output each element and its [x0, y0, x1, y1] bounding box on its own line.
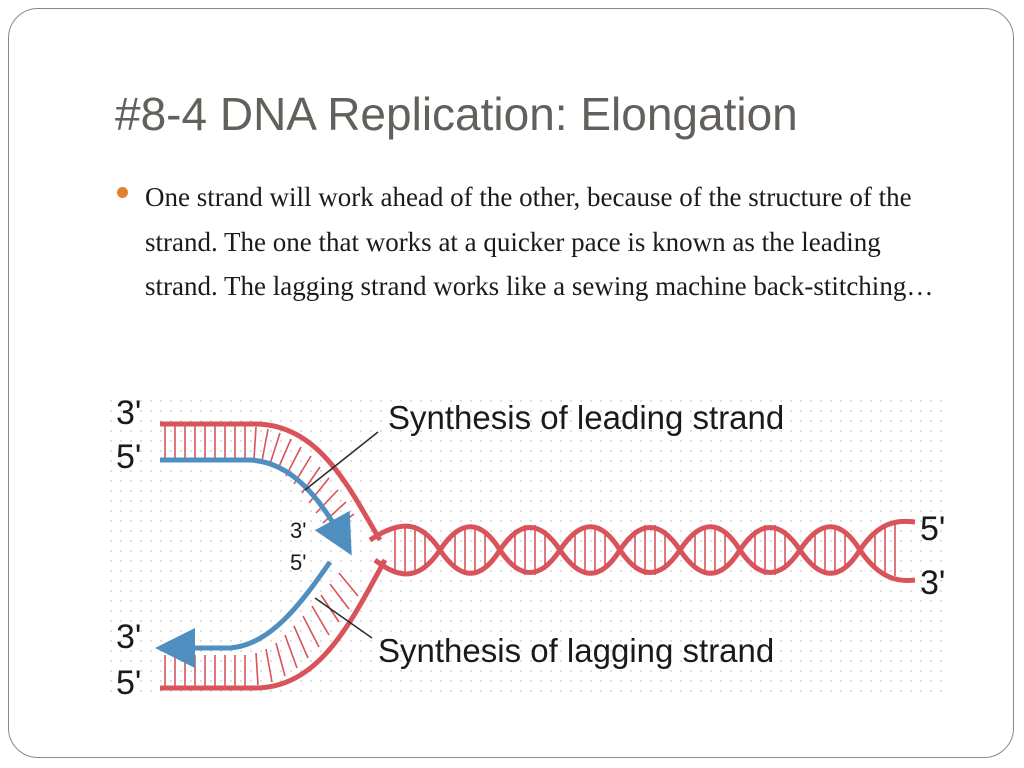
helix-rungs [394, 524, 896, 576]
left-top-5prime-label: 5' [116, 438, 141, 476]
lagging-strand-label: Synthesis of lagging strand [378, 632, 774, 669]
mid-3prime-label: 3' [290, 518, 306, 543]
leading-label-pointer [304, 431, 379, 491]
right-3prime-label: 3' [920, 564, 945, 602]
leading-strand-label: Synthesis of leading strand [388, 399, 784, 436]
right-5prime-label: 5' [920, 510, 945, 548]
lower-parent-strand [160, 558, 388, 691]
bullet-text: One strand will work ahead of the other,… [145, 182, 934, 301]
leading-strand [160, 457, 352, 556]
upper-parent-strand [160, 421, 383, 542]
lagging-strand [155, 560, 333, 668]
mid-5prime-label: 5' [290, 550, 306, 575]
double-helix [368, 518, 916, 583]
slide-title: #8-4 DNA Replication: Elongation [115, 88, 798, 140]
left-top-3prime-label: 3' [116, 394, 141, 432]
lagging-label-pointer [314, 597, 373, 639]
left-bottom-5prime-label: 5' [116, 664, 141, 702]
upper-fork-rungs [164, 426, 355, 533]
bullet-dot-icon [117, 187, 128, 198]
left-bottom-3prime-label: 3' [116, 618, 141, 656]
